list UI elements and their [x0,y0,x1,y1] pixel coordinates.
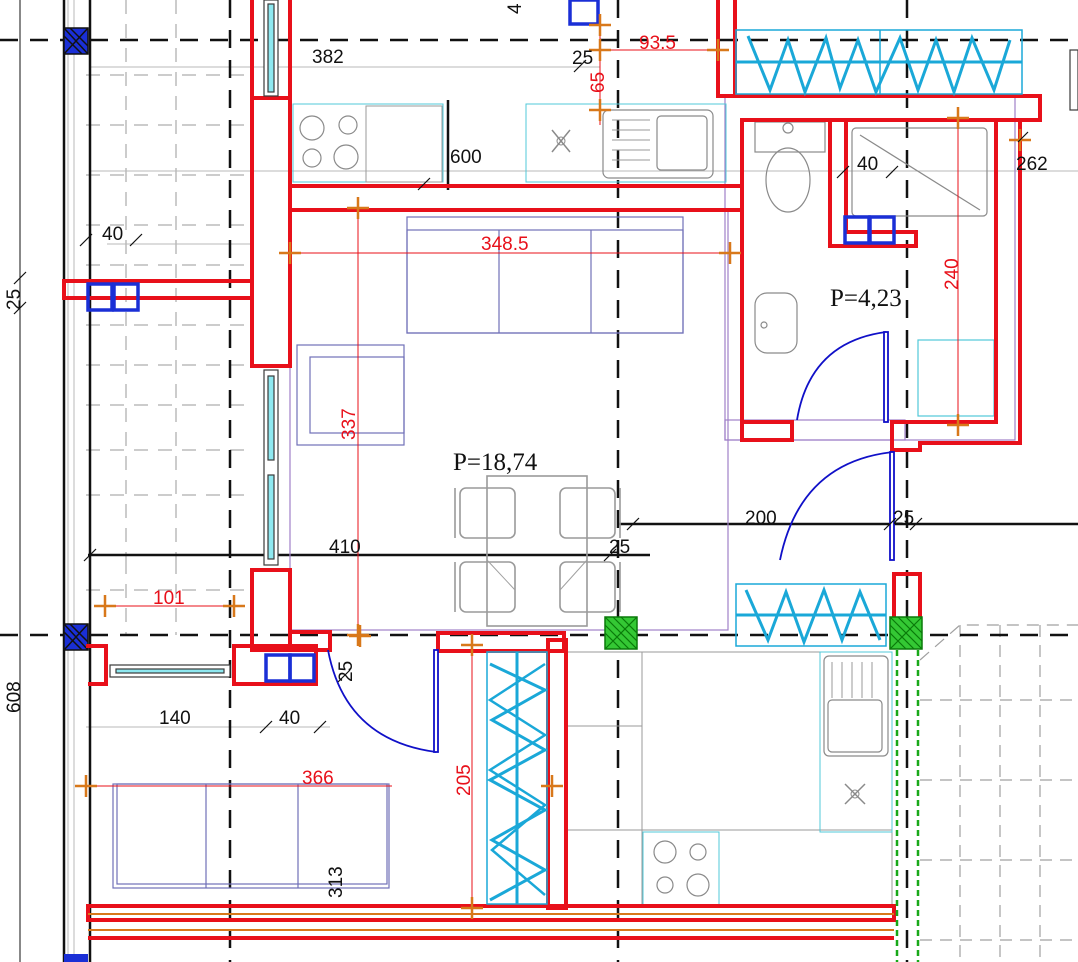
dim-337: 337 [339,408,360,440]
bathroom-area: P=4,23 [830,285,902,312]
walls [62,0,1042,940]
dim-313: 313 [326,866,347,898]
dim-25-mid: 25 [609,537,630,558]
reference-lines [67,0,1078,962]
dim-348-5: 348.5 [481,234,529,255]
dim-93-5: 93.5 [639,33,676,54]
dimension-labels: 382 25 93.5 65 4 600 40 262 40 348.5 25 … [4,3,1048,898]
balcony-tiles [919,624,1078,962]
dimension-marker [541,775,563,797]
doors [327,331,895,753]
wardrobes [486,29,1023,905]
dimension-marker [589,99,611,121]
dimension-marker [947,414,969,436]
dim-600: 600 [450,147,482,168]
dim-101: 101 [153,588,185,609]
dim-4: 4 [505,3,526,14]
column-hatches [63,27,89,962]
dimension-marker [349,625,371,647]
dimension-marker [75,775,97,797]
dim-205: 205 [454,764,475,796]
dining-table [454,475,621,627]
dimension-marker [223,595,245,617]
dim-382: 382 [312,47,344,68]
terrace-tiles [86,0,250,635]
dim-25-door: 25 [336,661,357,682]
dim-240: 240 [942,258,963,290]
dim-140: 140 [159,708,191,729]
dim-65: 65 [588,72,609,93]
dimension-marker [347,197,369,219]
vent-shafts [86,0,896,683]
dimension-marker [719,242,741,264]
kitchen-bottom [565,651,893,907]
dimension-marker [947,107,969,129]
wall-orange [88,913,894,931]
dim-40-bottom: 40 [279,708,300,729]
dimension-markers [75,14,1031,919]
dim-608: 608 [4,681,25,713]
red-dim-lines [86,20,959,912]
black-dim-ticks [13,0,1029,962]
dimension-marker [707,39,729,61]
dim-200: 200 [745,508,777,529]
dim-366: 366 [302,768,334,789]
dim-25-left: 25 [4,289,25,310]
dim-25-top: 25 [572,48,593,69]
kitchen-top [292,103,727,183]
dimension-marker [589,39,611,61]
dimension-marker [279,242,301,264]
balcony-edge [604,616,923,962]
dim-40-bath: 40 [857,154,878,175]
dimension-marker [461,634,483,656]
dimension-marker [461,897,483,919]
dimension-marker [94,595,116,617]
outer-edge [62,0,1078,962]
dim-262: 262 [1016,154,1048,175]
dim-410: 410 [329,537,361,558]
dim-25-mid-right: 25 [893,508,914,529]
dimension-marker [589,14,611,36]
living-room-area: P=18,74 [453,449,538,476]
windows [109,0,1078,678]
dim-40-left: 40 [102,224,123,245]
